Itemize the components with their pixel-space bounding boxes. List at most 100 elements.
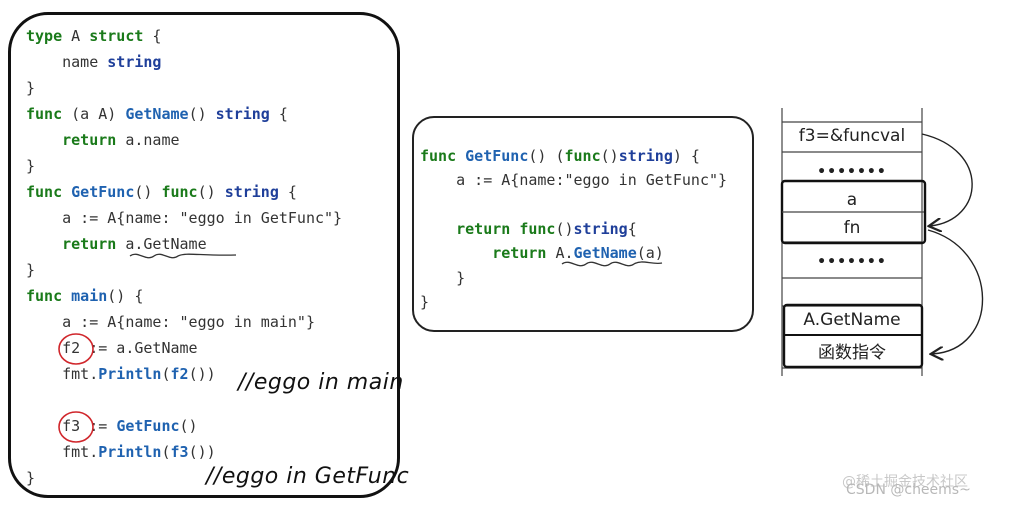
mid-code-token: string bbox=[573, 219, 628, 238]
mid-code-token: GetName bbox=[573, 244, 637, 263]
left-code-token: Println bbox=[98, 443, 162, 461]
stack-cell-f3: f3=&funcval bbox=[798, 126, 906, 146]
stack-dots-upper: ••••••• bbox=[817, 164, 887, 180]
left-code-token: f2 := a.GetName bbox=[26, 339, 198, 357]
left-code-line: func (a A) GetName() string { bbox=[26, 105, 288, 123]
mid-code-line: a := A{name:"eggo in GetFunc"} bbox=[420, 171, 727, 189]
left-code-token: { bbox=[278, 183, 297, 201]
arrow-f3-to-closure bbox=[921, 133, 973, 226]
funcval-cell-instructions: 函数指令 bbox=[818, 343, 886, 363]
left-code-token: type bbox=[26, 27, 63, 45]
mid-code-token: func bbox=[519, 219, 556, 238]
left-code-token: string bbox=[107, 53, 162, 71]
circle-f3 bbox=[58, 411, 94, 443]
left-code-line: type A struct { bbox=[26, 27, 161, 45]
mid-code-token: { bbox=[627, 219, 637, 238]
left-code-token: string bbox=[215, 105, 270, 123]
left-code-line: return a.GetName bbox=[26, 235, 207, 253]
left-code-line: return a.name bbox=[26, 131, 180, 149]
mid-code-token: func bbox=[564, 147, 601, 165]
left-code-token: () bbox=[197, 183, 225, 201]
left-code-line: func main() { bbox=[26, 287, 143, 305]
watermark-juejin: @稀土掘金技术社区 bbox=[842, 474, 968, 490]
mid-code-line: func GetFunc() (func()string) { bbox=[420, 147, 700, 165]
mid-code-token: ) { bbox=[672, 147, 700, 165]
left-code-token: A bbox=[62, 27, 90, 45]
left-code-token: return bbox=[62, 235, 117, 253]
left-code-line: } bbox=[26, 79, 35, 97]
left-code-token: f3 bbox=[170, 443, 189, 461]
left-code-token: (a A) bbox=[62, 105, 126, 123]
left-code-line: a := A{name: "eggo in main"} bbox=[26, 313, 315, 331]
left-code-token: return bbox=[62, 131, 117, 149]
left-code-token: } bbox=[26, 261, 36, 279]
left-code-line: f3 := GetFunc() bbox=[26, 417, 198, 435]
mid-code-token: string bbox=[618, 147, 673, 165]
left-code-line: } bbox=[26, 157, 35, 175]
left-code-token: main bbox=[71, 287, 108, 305]
left-code-line: name string bbox=[26, 53, 161, 71]
squiggle-A-getname bbox=[561, 261, 663, 267]
stack-cell-a: a bbox=[846, 190, 858, 210]
mid-code-token: } bbox=[420, 292, 430, 311]
left-code-token: } bbox=[26, 79, 36, 97]
left-code-token: () bbox=[179, 417, 198, 435]
left-code-token: func bbox=[26, 183, 63, 201]
left-code-token: ()) bbox=[188, 443, 216, 461]
left-code-token: fmt. bbox=[26, 443, 99, 461]
mid-code-line: } bbox=[420, 293, 429, 311]
left-code-token: ( bbox=[161, 443, 171, 461]
mid-code-token: A. bbox=[546, 244, 574, 263]
circle-f2 bbox=[58, 333, 94, 365]
left-code-token: name bbox=[26, 53, 108, 71]
left-code-token: func bbox=[26, 287, 63, 305]
arrow-fn-to-funcval bbox=[927, 229, 984, 354]
squiggle-a-getname bbox=[129, 253, 237, 259]
mid-code-token: a := A{name:"eggo in GetFunc"} bbox=[420, 171, 728, 190]
left-code-token: a := A{name: "eggo in GetFunc"} bbox=[26, 209, 343, 227]
left-code-token: func bbox=[26, 105, 63, 123]
left-code-line: } bbox=[26, 469, 35, 487]
funcval-cell-getname: A.GetName bbox=[803, 310, 901, 330]
left-code-line: func GetFunc() func() string { bbox=[26, 183, 297, 201]
mid-code-token: () bbox=[555, 219, 574, 238]
left-code-token: () bbox=[134, 183, 162, 201]
left-code-token: } bbox=[26, 157, 36, 175]
middle-code-panel bbox=[412, 116, 754, 332]
left-code-token: ( bbox=[161, 365, 171, 383]
mid-code-token: return bbox=[492, 244, 547, 263]
note-eggo-in-getfunc: //eggo in GetFunc bbox=[206, 464, 410, 489]
left-code-token: f2 bbox=[170, 365, 189, 383]
note-eggo-in-main: //eggo in main bbox=[238, 370, 404, 395]
mid-code-token: (a) bbox=[636, 244, 664, 263]
left-code-token: ()) bbox=[188, 365, 216, 383]
left-code-token: struct bbox=[89, 27, 144, 45]
left-code-token: Println bbox=[98, 365, 162, 383]
stack-cell-fn: fn bbox=[843, 218, 861, 238]
mid-code-line: return func()string{ bbox=[420, 220, 637, 238]
left-code-token: fmt. bbox=[26, 365, 99, 383]
mid-code-line: return A.GetName(a) bbox=[420, 244, 664, 262]
left-code-token: a := A{name: "eggo in main"} bbox=[26, 313, 315, 331]
mid-code-token: return bbox=[456, 219, 511, 238]
left-code-token: string bbox=[224, 183, 279, 201]
left-code-token: GetName bbox=[125, 105, 189, 123]
left-code-line: fmt.Println(f3()) bbox=[26, 443, 216, 461]
left-code-token: a.name bbox=[116, 131, 180, 149]
left-code-line: fmt.Println(f2()) bbox=[26, 365, 216, 383]
left-code-token: () { bbox=[107, 287, 144, 305]
mid-code-token: func bbox=[420, 147, 457, 165]
mid-code-token: () bbox=[600, 147, 619, 165]
left-code-token: f3 := bbox=[26, 417, 117, 435]
mid-code-token: GetFunc bbox=[465, 147, 529, 165]
left-code-token: { bbox=[269, 105, 288, 123]
left-code-line: } bbox=[26, 261, 35, 279]
left-code-token: { bbox=[143, 27, 162, 45]
left-code-token: GetFunc bbox=[71, 183, 135, 201]
left-code-token: GetFunc bbox=[116, 417, 180, 435]
left-code-token: } bbox=[26, 469, 36, 487]
left-code-line: a := A{name: "eggo in GetFunc"} bbox=[26, 209, 342, 227]
watermark-csdn: CSDN @cheems~ bbox=[846, 482, 971, 498]
mid-code-token: () ( bbox=[528, 147, 565, 165]
